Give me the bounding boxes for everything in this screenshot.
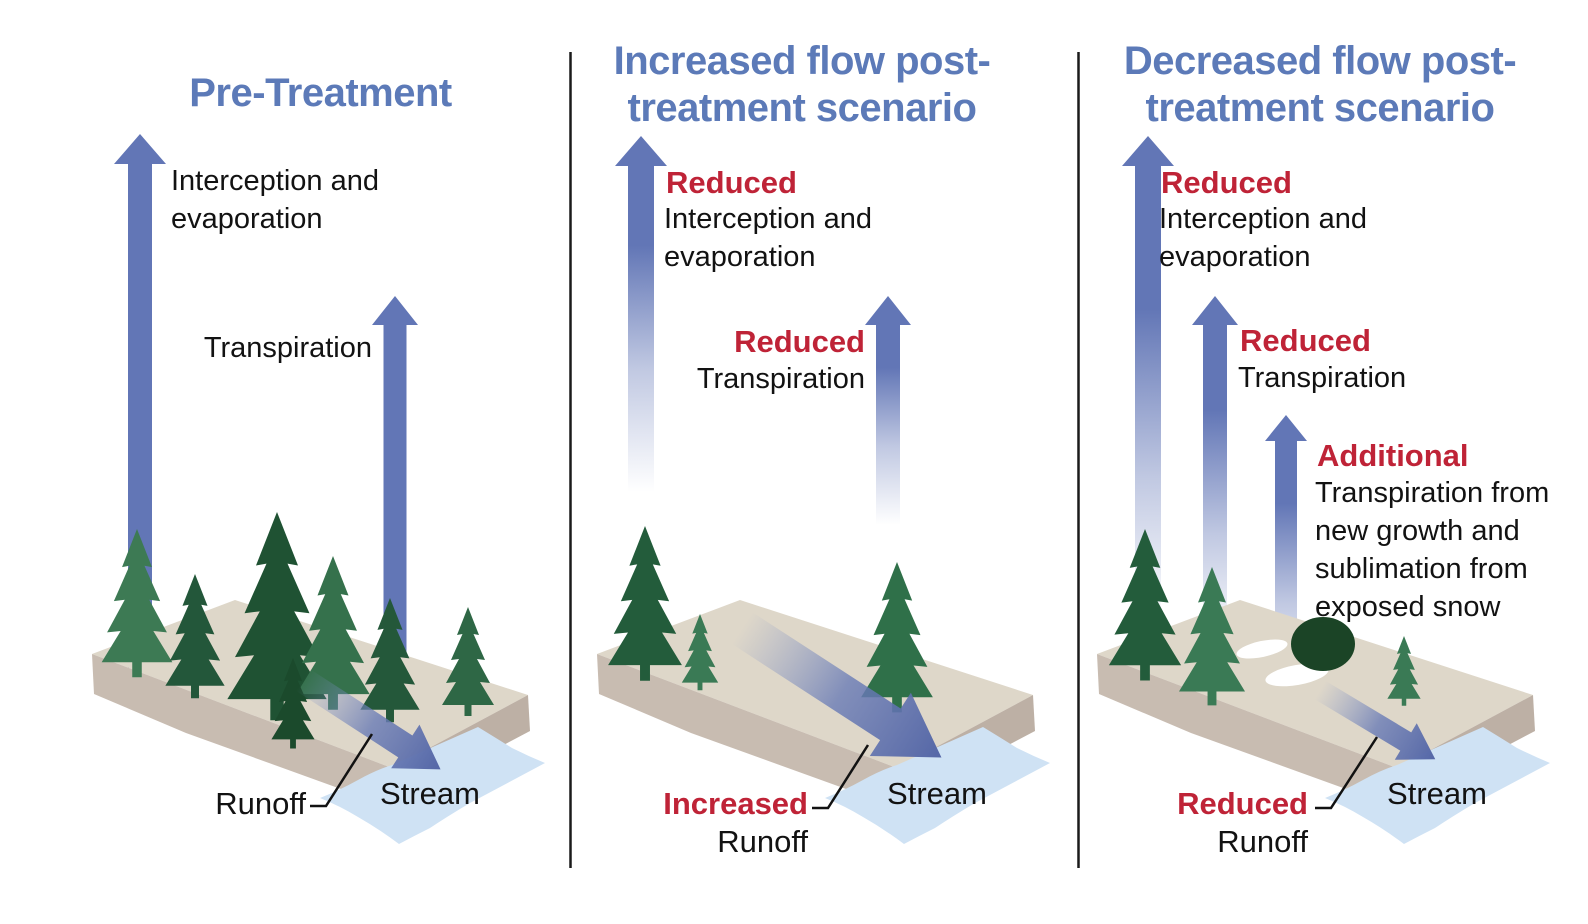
tree-icon xyxy=(608,526,682,681)
interception-label: Interception and evaporation xyxy=(1159,203,1367,273)
interception-qualifier: Reduced xyxy=(1161,165,1292,200)
tree-icon xyxy=(1108,529,1182,681)
interception-qualifier: Reduced xyxy=(666,165,797,200)
transpiration-qualifier: Reduced xyxy=(1240,323,1371,358)
interception-arrow-icon xyxy=(615,136,667,492)
tree-icon xyxy=(101,529,173,678)
transpiration-arrow-icon xyxy=(372,296,418,700)
additional-qualifier: Additional xyxy=(1317,438,1469,473)
interception-arrow-icon xyxy=(1122,136,1174,622)
transpiration-label: Transpiration xyxy=(1238,362,1407,394)
runoff-callout-line xyxy=(1315,736,1379,810)
panel-title: Decreased flow post- treatment scenario xyxy=(1123,39,1517,130)
runoff-label: Runoff xyxy=(215,786,306,821)
interception-arrow-icon xyxy=(114,134,166,668)
interception-label: Interception and evaporation xyxy=(664,203,872,273)
panel-title: Increased flow post- treatment scenario xyxy=(613,39,991,130)
stream-label: Stream xyxy=(380,776,480,811)
runoff-label: Runoff xyxy=(1217,824,1308,859)
tree-icon xyxy=(442,607,494,716)
transpiration-arrow-icon xyxy=(1192,296,1238,645)
bush-icon xyxy=(1291,617,1355,671)
transpiration-label: Transpiration xyxy=(203,332,372,364)
runoff-callout-line xyxy=(310,733,374,808)
stream-label: Stream xyxy=(887,776,987,811)
stream-label: Stream xyxy=(1387,776,1487,811)
runoff-callout-line xyxy=(812,744,870,810)
transpiration-qualifier: Reduced xyxy=(734,324,865,359)
interception-label: Interception and evaporation xyxy=(171,165,379,235)
transpiration-arrow-icon xyxy=(865,296,911,525)
additional-transpiration-label: Transpiration from new growth and sublim… xyxy=(1315,477,1550,623)
panel-title: Pre-Treatment xyxy=(189,71,452,115)
transpiration-label: Transpiration xyxy=(696,363,865,395)
runoff-qualifier: Reduced xyxy=(1177,786,1308,821)
snow-patch-icon xyxy=(1236,639,1288,659)
tree-icon xyxy=(861,562,933,713)
runoff-label: Runoff xyxy=(717,824,808,859)
runoff-qualifier: Increased xyxy=(663,786,808,821)
